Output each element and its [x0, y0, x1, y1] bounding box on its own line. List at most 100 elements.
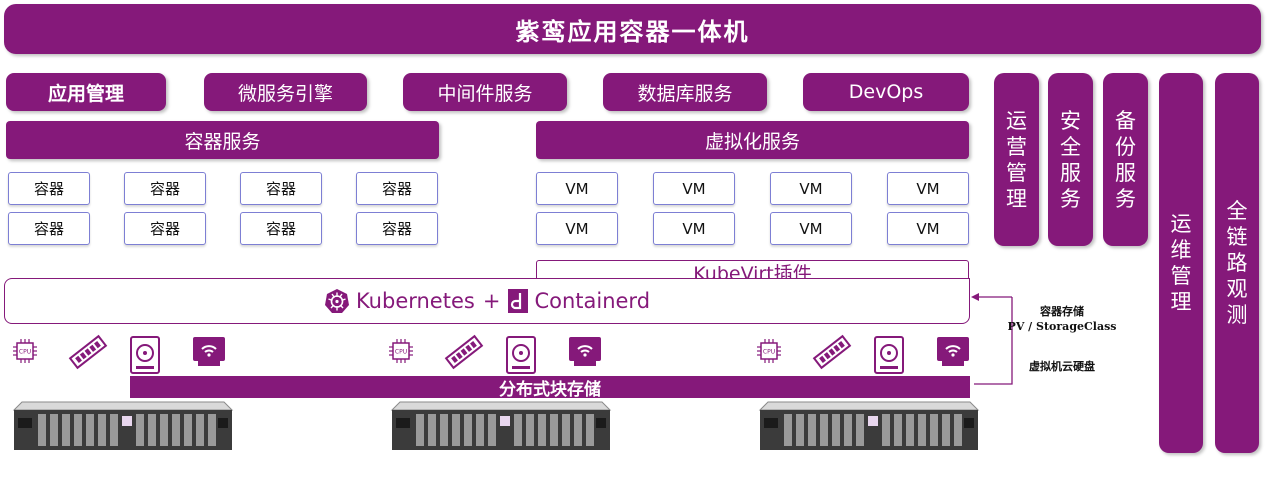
disk-icon	[874, 336, 904, 374]
runtime-layer: Kubernetes + Containerd	[4, 278, 970, 324]
cpu-icon: CPU	[757, 339, 781, 363]
side-char: 链	[1226, 225, 1248, 249]
service-app-management: 应用管理	[6, 73, 166, 111]
pv-storageclass-label: PV / StorageClass	[1007, 320, 1117, 333]
storage-note-container: 容器存储 PV / StorageClass	[1004, 304, 1120, 334]
unit-label: 容器	[33, 220, 64, 238]
cpu-text: CPU	[395, 349, 407, 356]
unit-label: VM	[916, 179, 940, 198]
container-unit: 容器	[8, 212, 90, 245]
vm-unit: VM	[770, 212, 852, 245]
containerd-icon	[508, 289, 529, 313]
container-unit: 容器	[124, 172, 206, 205]
container-unit: 容器	[240, 212, 322, 245]
side-char: 全	[1226, 199, 1248, 223]
cpu-text: CPU	[19, 349, 31, 356]
side-backup-service: 备 份 服 务	[1103, 73, 1148, 246]
side-ops-management: 运 维 管 理	[1159, 73, 1203, 453]
cpu-text: CPU	[763, 349, 775, 356]
server-icon	[758, 401, 980, 450]
unit-label: 容器	[381, 180, 412, 198]
unit-label: 容器	[265, 180, 296, 198]
side-char: 安	[1060, 108, 1081, 133]
unit-label: VM	[799, 219, 823, 238]
title-text: 紫鸾应用容器一体机	[515, 17, 750, 46]
unit-label: VM	[565, 219, 589, 238]
container-unit: 容器	[240, 172, 322, 205]
hardware-group-3: CPU	[756, 334, 976, 374]
hardware-group-2: CPU	[388, 334, 608, 374]
storage-connector-arrow	[971, 293, 1013, 385]
server-icon	[12, 401, 234, 450]
side-char: 服	[1115, 160, 1136, 185]
container-storage-label: 容器存储	[1040, 305, 1084, 318]
disk-icon	[506, 336, 536, 374]
vm-disk-label: 虚拟机云硬盘	[1029, 360, 1095, 373]
side-char: 营	[1006, 134, 1027, 159]
side-char: 全	[1060, 134, 1081, 159]
side-char: 运	[1170, 212, 1192, 236]
service-devops: DevOps	[803, 73, 969, 111]
unit-label: VM	[916, 219, 940, 238]
network-card-icon	[193, 337, 225, 366]
memory-icon	[812, 334, 852, 370]
vm-unit: VM	[653, 212, 735, 245]
storage-bar-label: 分布式块存储	[499, 379, 601, 400]
side-char: 理	[1006, 186, 1027, 211]
side-char: 份	[1115, 134, 1136, 159]
service-microservice-engine: 微服务引擎	[204, 73, 367, 111]
side-char: 管	[1006, 160, 1027, 185]
service-label: 微服务引擎	[237, 82, 333, 105]
vm-unit: VM	[887, 212, 969, 245]
service-label: 应用管理	[47, 82, 124, 105]
vm-unit: VM	[887, 172, 969, 205]
side-full-link-observability: 全 链 路 观 测	[1215, 73, 1259, 453]
service-label: 数据库服务	[637, 82, 733, 105]
storage-note-vm: 虚拟机云硬盘	[1004, 359, 1120, 374]
service-database: 数据库服务	[603, 73, 767, 111]
network-card-icon	[569, 337, 601, 366]
kubernetes-icon	[324, 289, 349, 313]
cpu-icon: CPU	[13, 339, 37, 363]
service-middleware: 中间件服务	[403, 73, 567, 111]
plus-sign: +	[482, 289, 501, 313]
side-char: 路	[1226, 251, 1248, 275]
side-char: 务	[1115, 186, 1136, 211]
vm-unit: VM	[536, 172, 618, 205]
side-char: 观	[1226, 277, 1248, 301]
hardware-group-1: CPU	[12, 334, 232, 374]
side-char: 备	[1115, 108, 1136, 133]
side-char: 测	[1226, 303, 1248, 327]
unit-label: 容器	[33, 180, 64, 198]
containerd-label: Containerd	[534, 289, 651, 313]
side-char: 维	[1170, 238, 1192, 262]
section-label: 虚拟化服务	[704, 130, 800, 153]
unit-label: VM	[682, 179, 706, 198]
virtual-service-header: 虚拟化服务	[536, 121, 969, 159]
distributed-block-storage-bar: 分布式块存储	[130, 376, 970, 400]
service-label: DevOps	[848, 81, 924, 103]
unit-label: VM	[682, 219, 706, 238]
container-unit: 容器	[356, 212, 438, 245]
container-unit: 容器	[356, 172, 438, 205]
vm-unit: VM	[770, 172, 852, 205]
side-char: 管	[1170, 264, 1192, 288]
unit-label: 容器	[265, 220, 296, 238]
network-card-icon	[937, 337, 969, 366]
kubernetes-label: Kubernetes	[355, 289, 475, 313]
disk-icon	[130, 336, 160, 374]
side-char: 服	[1060, 160, 1081, 185]
unit-label: 容器	[381, 220, 412, 238]
vm-unit: VM	[536, 212, 618, 245]
unit-label: VM	[565, 179, 589, 198]
container-unit: 容器	[124, 212, 206, 245]
cpu-icon: CPU	[389, 339, 413, 363]
side-char: 运	[1006, 108, 1027, 133]
side-operations-management: 运 营 管 理	[994, 73, 1039, 246]
service-label: 中间件服务	[437, 82, 533, 105]
side-char: 理	[1170, 290, 1192, 314]
unit-label: 容器	[149, 220, 180, 238]
side-security-service: 安 全 服 务	[1048, 73, 1093, 246]
unit-label: 容器	[149, 180, 180, 198]
memory-icon	[68, 334, 108, 370]
